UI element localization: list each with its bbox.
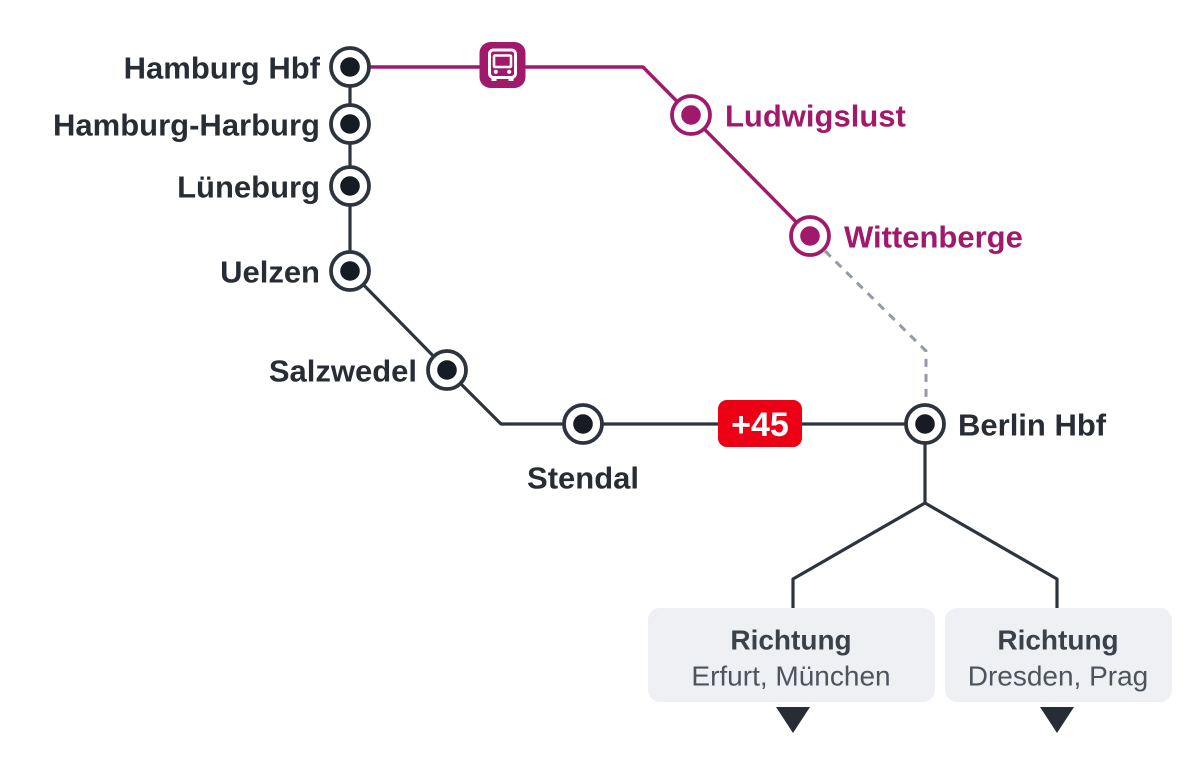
station-label-hamburg-harburg: Hamburg-Harburg xyxy=(53,108,320,143)
station-marker-hamburg-harburg xyxy=(329,103,371,145)
station-marker-ludwigslust xyxy=(670,94,712,136)
station-marker-uelzen xyxy=(329,250,371,292)
delay-badge-background xyxy=(718,400,802,447)
direction-box-background xyxy=(648,608,935,702)
diversion-route-line xyxy=(350,65,812,238)
station-marker-lueneburg xyxy=(329,165,371,207)
direction-box-erfurt-muenchen: Richtung Erfurt, München xyxy=(648,608,935,733)
triangle-down-icon xyxy=(776,707,810,733)
station-marker-salzwedel xyxy=(426,349,468,391)
bus-icon xyxy=(479,42,526,88)
station-label-lueneburg: Lüneburg xyxy=(177,170,320,205)
station-marker-hamburg-hbf xyxy=(329,46,371,88)
direction-title: Richtung xyxy=(730,625,851,656)
triangle-down-icon xyxy=(1040,707,1074,733)
station-label-salzwedel: Salzwedel xyxy=(269,354,417,389)
branch-line-left xyxy=(791,424,927,608)
branch-line-right xyxy=(924,501,1059,608)
direction-title: Richtung xyxy=(997,625,1118,656)
direction-cities: Erfurt, München xyxy=(691,661,890,692)
station-marker-berlin-hbf xyxy=(904,403,946,445)
station-label-uelzen: Uelzen xyxy=(220,255,320,290)
direction-cities: Dresden, Prag xyxy=(968,661,1149,692)
dashed-connector-wittenberge-berlin xyxy=(823,249,928,401)
delay-badge: +45 xyxy=(718,400,802,447)
station-marker-stendal xyxy=(562,403,604,445)
delay-badge-label: +45 xyxy=(731,406,789,444)
station-label-stendal: Stendal xyxy=(527,461,639,496)
station-label-wittenberge: Wittenberge xyxy=(844,220,1023,255)
station-label-hamburg-hbf: Hamburg Hbf xyxy=(124,51,321,86)
station-label-berlin-hbf: Berlin Hbf xyxy=(958,408,1107,443)
direction-box-background xyxy=(945,608,1172,702)
station-label-ludwigslust: Ludwigslust xyxy=(725,99,906,134)
station-marker-wittenberge xyxy=(789,215,831,257)
direction-box-dresden-prag: Richtung Dresden, Prag xyxy=(945,608,1172,733)
